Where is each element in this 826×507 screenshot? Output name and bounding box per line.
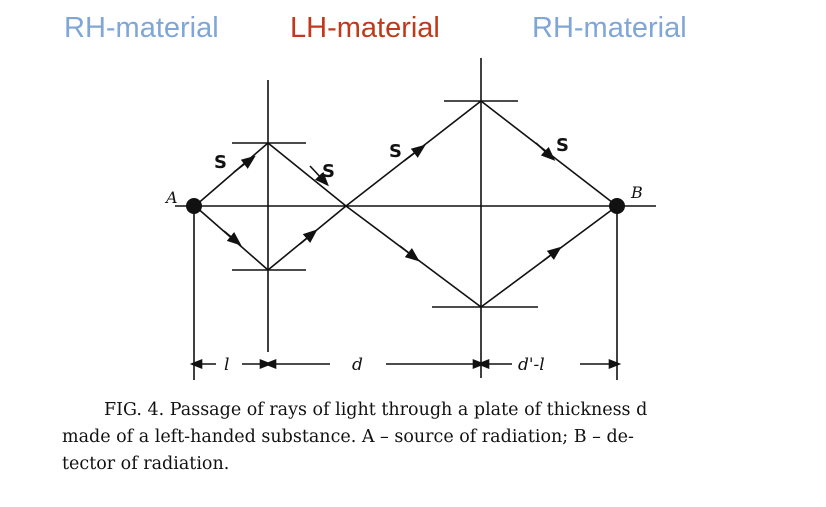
caption-line-1: FIG. 4. Passage of rays of light through… [104, 400, 648, 420]
ray-arrow [542, 246, 562, 262]
lh-material-label: LH-material [290, 12, 440, 44]
detector-point-b [609, 198, 625, 214]
ray-segment [267, 142, 347, 207]
dimension-label-d-minus-l: d'-l [518, 355, 545, 375]
rh-material-label-left: RH-material [64, 12, 219, 44]
ray-segment [194, 142, 269, 207]
ray-arrow [299, 229, 318, 245]
ray-diagram: A B S S S S l d d'-l [164, 58, 656, 380]
rh-material-label-right: RH-material [532, 12, 687, 44]
point-a-label: A [164, 188, 178, 207]
ray-label-s: S [389, 141, 402, 162]
ray-segment [480, 100, 618, 207]
s-arrow [403, 144, 426, 162]
dimension-label-l: l [224, 355, 229, 375]
dimension-label-d: d [352, 355, 363, 375]
ray-label-s: S [214, 152, 227, 173]
figure-caption: FIG. 4. Passage of rays of light through… [62, 397, 782, 478]
caption-line-2: made of a left-handed substance. A – sou… [62, 427, 634, 447]
s-arrow [309, 165, 329, 187]
ray-arrow [399, 245, 420, 262]
source-point-a [186, 198, 202, 214]
caption-line-3: tector of radiation. [62, 454, 230, 474]
s-arrow [233, 155, 256, 173]
ray-arrow [223, 230, 242, 246]
ray-label-s: S [322, 161, 335, 182]
ray-label-s: S [556, 135, 569, 156]
s-arrow [535, 142, 556, 161]
point-b-label: B [630, 183, 643, 202]
